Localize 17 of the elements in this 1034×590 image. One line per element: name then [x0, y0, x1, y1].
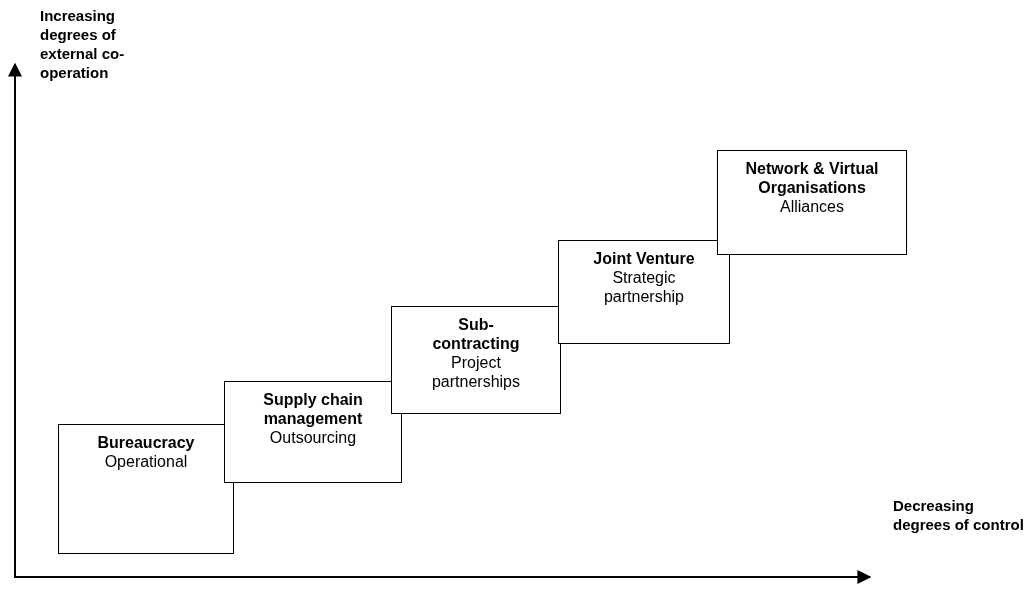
step-description: Project partnerships: [430, 353, 521, 391]
step-box: [58, 424, 234, 554]
step-heading: Sub-contracting: [431, 315, 521, 353]
step-box: [224, 381, 402, 483]
step-box: [391, 306, 561, 414]
step-description: Alliances: [779, 197, 845, 216]
step-heading: Bureaucracy: [96, 433, 196, 452]
step-box: [558, 240, 730, 344]
step-description: Outsourcing: [268, 428, 358, 447]
step-description: Operational: [103, 452, 189, 471]
axis-title: Increasing degrees of external co-operation: [40, 6, 126, 82]
step-heading: Joint Venture: [592, 249, 696, 268]
axis-title: Decreasing degrees of control: [893, 496, 1025, 534]
step-description: Strategic partnership: [602, 268, 685, 306]
step-heading: Supply chain management: [262, 390, 364, 428]
step-box: [717, 150, 907, 255]
step-heading: Network & Virtual Organisations: [744, 159, 880, 197]
